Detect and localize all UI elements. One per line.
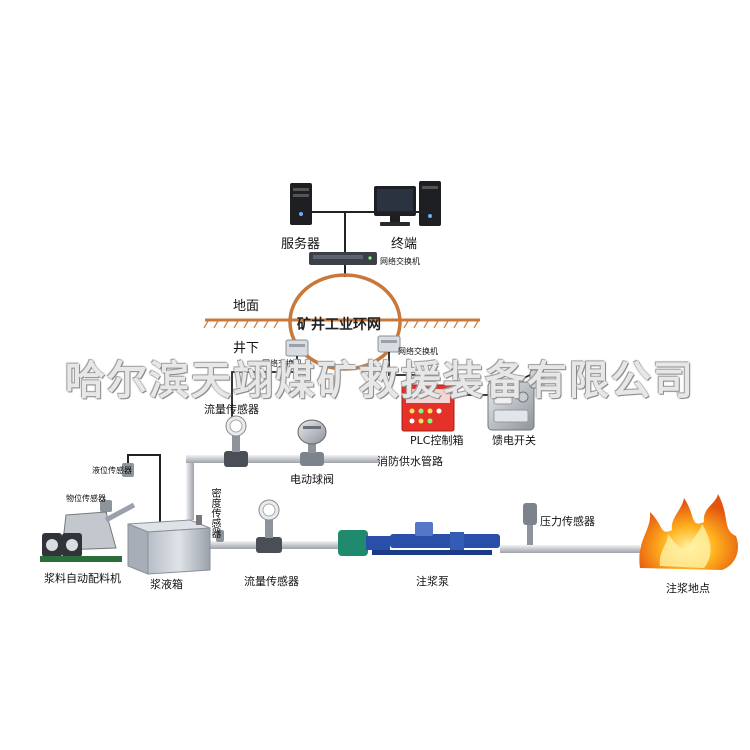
industrial-ring <box>288 273 402 371</box>
company-watermark: 哈尔滨天翊煤矿救援装备有限公司 <box>65 358 695 404</box>
network-cables <box>312 211 430 252</box>
pump-label: 注浆泵 <box>416 575 449 588</box>
slurry-tank-icon <box>127 515 211 575</box>
switch-right-label: 网络交换机 <box>398 347 438 356</box>
server-tower-icon <box>290 183 312 225</box>
density-sensor-label: 密度传感器 <box>209 488 220 538</box>
feeder-label: 馈电开关 <box>492 434 536 447</box>
batcher-label: 浆料自动配料机 <box>44 572 121 585</box>
network-switch-icon <box>309 252 377 265</box>
material-sensor-label: 物位传感器 <box>66 494 106 503</box>
ring-label: 矿井工业环网 <box>297 317 381 333</box>
ball-valve-label: 电动球阀 <box>290 473 334 486</box>
plc-label: PLC控制箱 <box>410 434 464 447</box>
flow-meter-icon <box>224 415 248 467</box>
grouting-site-label: 注浆地点 <box>666 582 710 595</box>
switch-top-label: 网络交换机 <box>380 257 420 266</box>
server-label: 服务器 <box>281 237 321 252</box>
density-sensor-icon <box>216 530 224 542</box>
batching-machine-icon <box>40 502 136 562</box>
pressure-sensor-icon <box>523 503 537 545</box>
level-sensor-cable <box>127 454 161 525</box>
flow-meter-icon <box>256 499 282 553</box>
fire-icon <box>639 494 739 570</box>
terminal-label: 终端 <box>391 237 418 252</box>
screw-pump-icon <box>338 522 500 556</box>
slurry-tank-label: 浆液箱 <box>150 578 183 591</box>
underground-label: 井下 <box>233 341 260 356</box>
ball-valve-icon <box>297 419 327 466</box>
level-sensor-label: 液位传感器 <box>92 466 132 475</box>
flow-sensor-bottom-label: 流量传感器 <box>244 575 299 588</box>
switch-left-label: 网络交换机 <box>262 359 302 368</box>
level-sensor-icon <box>122 463 134 477</box>
ground-label: 地面 <box>233 299 260 314</box>
desktop-computer-icon <box>374 181 441 226</box>
ground-line <box>203 318 480 329</box>
pressure-sensor-label: 压力传感器 <box>540 515 595 528</box>
network-switch-icon <box>377 335 401 353</box>
feeder-switch-icon <box>487 369 545 431</box>
control-cabinet-icon <box>401 384 455 432</box>
flow-sensor-top-label: 流量传感器 <box>204 403 259 416</box>
fire-pipe-label: 消防供水管路 <box>377 455 443 468</box>
